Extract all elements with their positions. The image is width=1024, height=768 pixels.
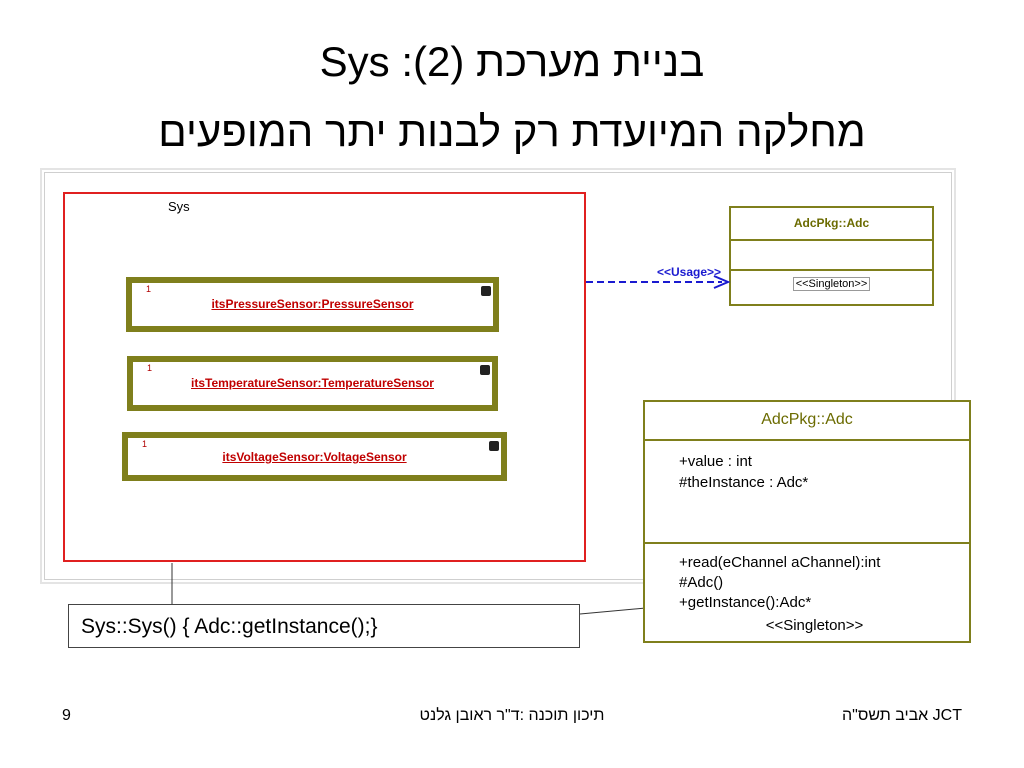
operation: +getInstance():Adc* — [679, 594, 812, 611]
diagram-frame-inner — [44, 172, 952, 580]
operation: +read(eChannel aChannel):int — [679, 554, 881, 571]
stereotype-text: <<Singleton>> — [792, 277, 871, 291]
class-attributes-compartment — [731, 241, 932, 271]
part-icon — [480, 365, 490, 375]
class-name: AdcPkg::Adc — [645, 402, 969, 441]
operation: #Adc() — [679, 574, 724, 591]
constructor-note: Sys::Sys() { Adc::getInstance();} — [68, 604, 580, 648]
slide-title: בניית מערכת (2): Sys — [319, 38, 705, 85]
attribute: #theInstance : Adc* — [679, 474, 809, 491]
page-number: 9 — [62, 707, 71, 724]
class-attributes: +value : int #theInstance : Adc* — [645, 441, 969, 544]
pressure-sensor-part: 1 itsPressureSensor:PressureSensor — [126, 277, 499, 332]
part-name: itsVoltageSensor:VoltageSensor — [222, 450, 407, 464]
class-stereotype: <<Singleton>> — [765, 617, 864, 634]
usage-arrowhead — [713, 275, 731, 289]
part-multiplicity: 1 — [142, 439, 148, 449]
class-operations: +read(eChannel aChannel):int #Adc() +get… — [645, 544, 969, 613]
part-icon — [481, 286, 491, 296]
voltage-sensor-part: 1 itsVoltageSensor:VoltageSensor — [122, 432, 507, 481]
part-name: itsTemperatureSensor:TemperatureSensor — [191, 376, 434, 390]
part-multiplicity: 1 — [147, 363, 153, 373]
class-name: AdcPkg::Adc — [731, 208, 932, 241]
slide-subtitle: מחלקה המיועדת רק לבנות יתר המופעים — [158, 108, 866, 155]
diagram-frame — [40, 168, 956, 584]
temperature-sensor-part: 1 itsTemperatureSensor:TemperatureSensor — [127, 356, 498, 411]
footer-institution: JCT אביב תשס"ה — [842, 707, 962, 724]
sys-label: Sys — [168, 199, 190, 214]
part-icon — [489, 441, 499, 451]
adc-class-small: AdcPkg::Adc <<Singleton>> — [729, 206, 934, 306]
footer-lecturer: תיכון תוכנה :ד"ר ראובן גלנט — [419, 707, 605, 724]
attribute: +value : int — [679, 453, 752, 470]
usage-label: <<Usage>> — [657, 265, 722, 279]
part-name: itsPressureSensor:PressureSensor — [211, 297, 414, 311]
class-stereotype: <<Singleton>> — [731, 271, 932, 297]
part-multiplicity: 1 — [146, 284, 152, 294]
adc-class-detail: AdcPkg::Adc +value : int #theInstance : … — [643, 400, 971, 643]
